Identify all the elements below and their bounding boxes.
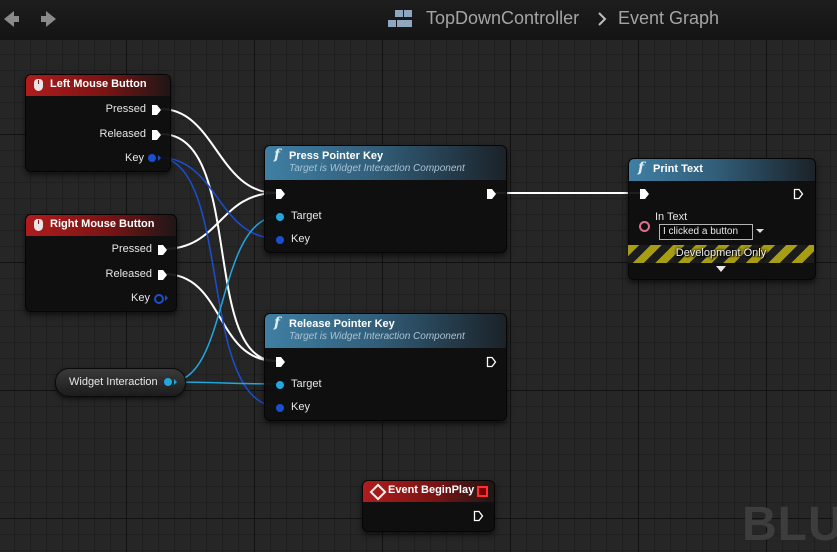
pin-label-target: Target xyxy=(291,378,322,390)
function-icon: f xyxy=(274,315,281,331)
key-out-pin[interactable] xyxy=(154,294,164,304)
wire-rmb-pressed xyxy=(163,192,277,250)
exec-out-pin[interactable] xyxy=(151,104,162,116)
wire-lmb-key-release xyxy=(155,156,281,408)
breadcrumb-graph[interactable]: Event Graph xyxy=(618,8,720,28)
breadcrumb-blueprint[interactable]: TopDownController xyxy=(426,8,580,28)
pin-arrow xyxy=(174,379,177,385)
node-left-mouse-button[interactable]: Left Mouse Button Pressed Released Key xyxy=(25,74,171,172)
node-header: Right Mouse Button xyxy=(26,215,176,236)
pin-label-key: Key xyxy=(291,401,310,413)
pin-label-in-text: In Text xyxy=(655,211,688,223)
exec-out-pin[interactable] xyxy=(486,188,497,200)
key-out-pin[interactable] xyxy=(148,154,156,162)
chevron-down-icon[interactable] xyxy=(756,229,764,233)
key-in-pin[interactable] xyxy=(276,404,284,412)
node-title: Print Text xyxy=(653,163,703,175)
node-subtitle: Target is Widget Interaction Component xyxy=(289,163,465,174)
variable-label: Widget Interaction xyxy=(69,376,158,388)
blueprint-icon xyxy=(388,10,412,27)
pin-label-target: Target xyxy=(291,210,322,222)
pin-label-released: Released xyxy=(99,128,146,140)
development-only-bar: Development Only xyxy=(628,245,814,263)
function-icon: f xyxy=(638,160,645,176)
pin-label-pressed: Pressed xyxy=(105,103,146,115)
expand-node-icon[interactable] xyxy=(716,266,726,272)
chevron-right-icon xyxy=(598,12,607,26)
wire-rmb-released xyxy=(163,273,277,362)
exec-out-pin[interactable] xyxy=(473,510,484,522)
exec-out-pin[interactable] xyxy=(151,129,162,141)
node-title: Right Mouse Button xyxy=(50,218,155,230)
pin-label-pressed: Pressed xyxy=(111,243,152,255)
target-in-pin[interactable] xyxy=(276,213,284,221)
wire-lmb-pressed xyxy=(160,108,277,194)
node-press-pointer-key[interactable]: f Press Pointer Key Target is Widget Int… xyxy=(264,145,507,253)
development-only-label: Development Only xyxy=(675,247,767,259)
in-text-field[interactable]: I clicked a button xyxy=(659,224,753,240)
pin-label-released: Released xyxy=(105,268,152,280)
node-subtitle: Target is Widget Interaction Component xyxy=(289,331,465,342)
arrow-right-icon[interactable] xyxy=(38,8,60,30)
node-title: Press Pointer Key xyxy=(289,150,384,162)
widget-out-pin[interactable] xyxy=(164,378,172,386)
node-header: f Print Text xyxy=(629,159,815,181)
top-toolbar: TopDownController Event Graph xyxy=(0,0,837,40)
mouse-icon xyxy=(34,79,43,91)
node-header: Left Mouse Button xyxy=(26,75,170,96)
node-widget-interaction[interactable]: Widget Interaction xyxy=(55,368,186,397)
node-event-beginplay[interactable]: Event BeginPlay xyxy=(362,480,495,532)
replicate-marker xyxy=(477,486,488,497)
function-icon: f xyxy=(274,147,281,163)
exec-in-pin[interactable] xyxy=(275,188,286,200)
pin-arrow xyxy=(165,295,168,301)
node-title: Left Mouse Button xyxy=(50,78,147,90)
wire-widget-target-press xyxy=(169,215,281,383)
node-title: Release Pointer Key xyxy=(289,318,395,330)
pin-label-key: Key xyxy=(125,152,144,164)
exec-out-pin[interactable] xyxy=(793,188,804,200)
node-header: f Press Pointer Key Target is Widget Int… xyxy=(265,146,506,180)
target-in-pin[interactable] xyxy=(276,381,284,389)
exec-in-pin[interactable] xyxy=(639,188,650,200)
node-right-mouse-button[interactable]: Right Mouse Button Pressed Released Key xyxy=(25,214,177,312)
arrow-left-icon[interactable] xyxy=(0,8,22,30)
blueprint-watermark: BLU xyxy=(742,498,837,551)
exec-out-pin[interactable] xyxy=(157,244,168,256)
node-header: Event BeginPlay xyxy=(363,481,494,502)
event-icon xyxy=(369,483,387,501)
node-header: f Release Pointer Key Target is Widget I… xyxy=(265,314,506,348)
exec-out-pin[interactable] xyxy=(486,356,497,368)
mouse-icon xyxy=(34,219,43,231)
exec-in-pin[interactable] xyxy=(275,356,286,368)
pin-arrow xyxy=(158,155,161,161)
in-text-pin[interactable] xyxy=(639,221,650,232)
key-in-pin[interactable] xyxy=(276,236,284,244)
wire-lmb-key-press xyxy=(155,156,281,240)
wire-lmb-released xyxy=(160,133,277,362)
pin-label-key: Key xyxy=(131,292,150,304)
exec-out-pin[interactable] xyxy=(157,269,168,281)
node-release-pointer-key[interactable]: f Release Pointer Key Target is Widget I… xyxy=(264,313,507,421)
pin-label-key: Key xyxy=(291,233,310,245)
node-title: Event BeginPlay xyxy=(388,484,475,496)
